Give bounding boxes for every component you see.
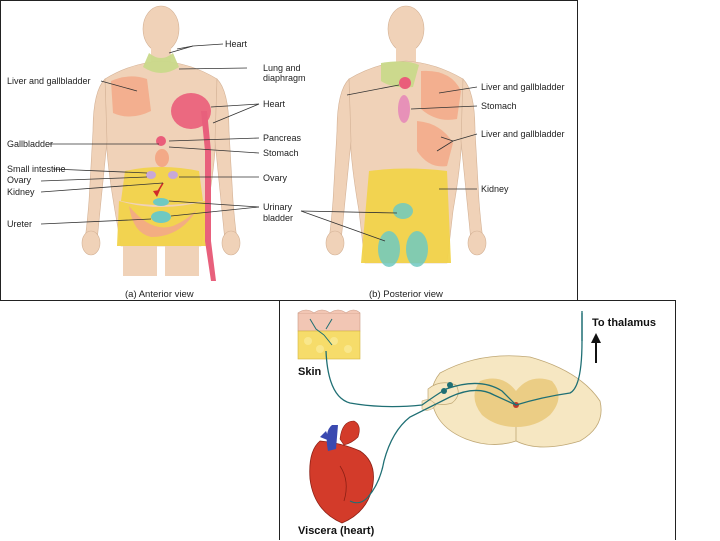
label-lung: Lung and	[263, 63, 301, 73]
pain-pathway-svg: To thalamus Skin Viscera (heart)	[280, 301, 677, 541]
label-posterior-kidney: Kidney	[481, 184, 509, 194]
skin-block	[298, 310, 360, 359]
label-heart-top: Heart	[225, 39, 248, 49]
caption-anterior: (a) Anterior view	[125, 289, 194, 300]
pain-pathway-figure: To thalamus Skin Viscera (heart)	[279, 300, 676, 540]
label-stomach: Stomach	[263, 148, 299, 158]
anterior-body	[82, 6, 240, 281]
anterior-kidney-area	[153, 198, 169, 206]
posterior-heart-spot	[399, 77, 411, 89]
label-bladder: bladder	[263, 213, 293, 223]
label-ovary-left: Ovary	[7, 175, 32, 185]
label-diaphragm: diaphragm	[263, 73, 306, 83]
label-posterior-stomach: Stomach	[481, 101, 517, 111]
up-arrow-icon	[591, 333, 601, 343]
label-pancreas: Pancreas	[263, 133, 302, 143]
label-viscera: Viscera (heart)	[298, 525, 375, 537]
anterior-stomach-spot	[156, 136, 166, 146]
thalamus-arrow	[591, 333, 601, 363]
label-small-intestine: Small intestine	[7, 164, 66, 174]
label-posterior-liver-1: Liver and gallbladder	[481, 82, 565, 92]
referred-pain-svg: Heart Lung and diaphragm Liver and gallb…	[1, 1, 579, 302]
label-to-thalamus: To thalamus	[592, 317, 656, 329]
heart-illustration	[310, 421, 374, 523]
label-kidney: Kidney	[7, 187, 35, 197]
label-heart-mid: Heart	[263, 99, 286, 109]
referred-pain-figure: Heart Lung and diaphragm Liver and gallb…	[0, 0, 578, 301]
caption-posterior: (b) Posterior view	[369, 289, 443, 300]
posterior-stomach-area	[398, 95, 410, 123]
anterior-pancreas-area	[155, 149, 169, 167]
anterior-liver-area	[111, 76, 151, 116]
label-ureter: Ureter	[7, 219, 32, 229]
label-posterior-liver-2: Liver and gallbladder	[481, 129, 565, 139]
label-gallbladder: Gallbladder	[7, 139, 53, 149]
label-urinary: Urinary	[263, 202, 293, 212]
label-ovary-right: Ovary	[263, 173, 288, 183]
posterior-body	[326, 6, 486, 267]
label-skin: Skin	[298, 366, 322, 378]
anterior-bladder-area	[151, 211, 171, 223]
label-liver-gallbladder: Liver and gallbladder	[7, 76, 91, 86]
